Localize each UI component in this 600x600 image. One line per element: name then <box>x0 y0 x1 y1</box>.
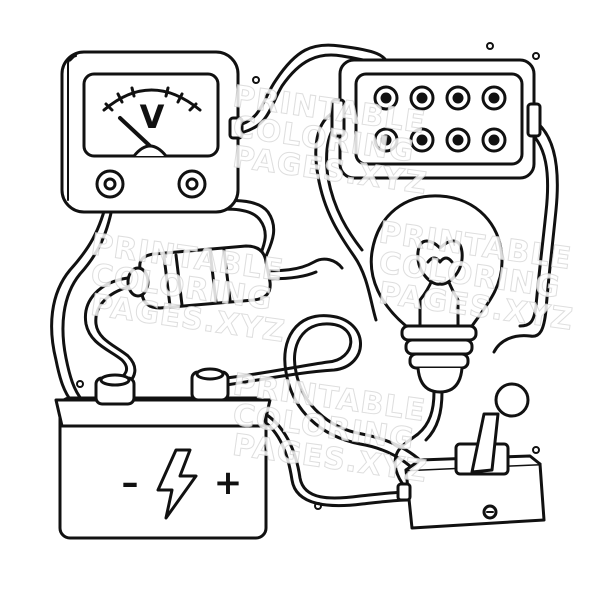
resistor <box>126 244 272 310</box>
board-sockets <box>373 85 507 153</box>
battery <box>54 367 272 540</box>
decor-dot <box>252 76 260 84</box>
decor-dot <box>76 380 84 388</box>
board-socket-hole <box>452 134 464 146</box>
battery-terminal-left <box>94 373 136 406</box>
decor-dot <box>532 52 540 60</box>
meter-terminal-left <box>95 169 125 199</box>
light-bulb <box>369 194 504 394</box>
meter-needle <box>118 116 152 148</box>
wire-board-to-bulb <box>314 108 378 322</box>
lightning-bolt-icon <box>156 448 198 520</box>
wire-resistor-to-switch <box>250 257 344 273</box>
battery-plus-label: + <box>214 463 243 503</box>
board-socket-hole <box>416 134 428 146</box>
meter-terminal-right <box>177 169 207 199</box>
meter-unit-label: V <box>140 98 165 136</box>
board-socket-hole <box>380 134 392 146</box>
board-socket-hole <box>416 92 428 104</box>
decor-dot <box>486 42 494 50</box>
wire-loop <box>218 314 432 494</box>
wire-meter-to-battery <box>50 194 110 404</box>
board-socket-hole <box>452 92 464 104</box>
wire-battery-to-switch <box>260 410 410 500</box>
decor-dot <box>314 502 322 510</box>
decor-dot <box>532 446 540 454</box>
battery-minus-label: – <box>122 463 139 503</box>
wire-resistor-to-battery <box>83 276 130 384</box>
board-socket-hole <box>488 92 500 104</box>
toggle-switch <box>396 382 546 530</box>
wire-meter-to-board <box>234 43 390 128</box>
voltmeter <box>60 50 244 214</box>
board-socket-hole <box>380 92 392 104</box>
board-socket-hole <box>488 134 500 146</box>
battery-terminal-right <box>190 367 230 402</box>
wire-board-to-switch <box>492 116 559 354</box>
switchboard <box>330 58 542 180</box>
